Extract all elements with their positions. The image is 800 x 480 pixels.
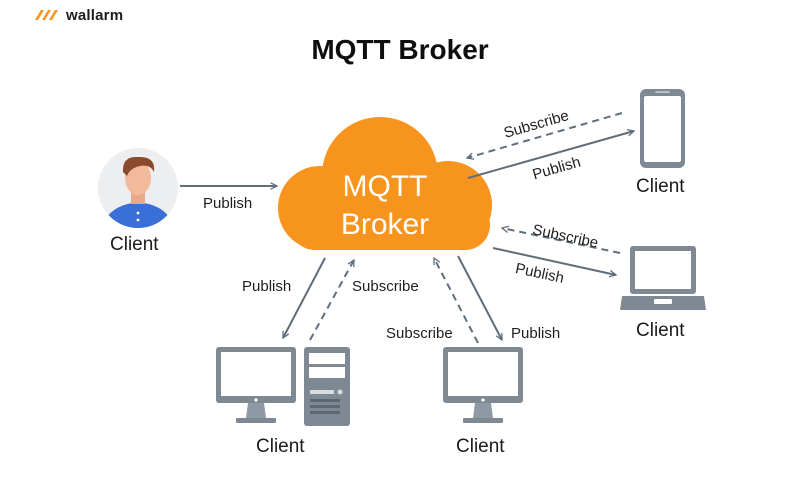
connection-arrows	[180, 112, 634, 344]
client-label-person: Client	[110, 234, 159, 255]
client-label-desktop: Client	[456, 436, 505, 457]
client-label-laptop: Client	[636, 320, 685, 341]
label-desk-publish: Publish	[511, 325, 561, 342]
broker-label-line2: Broker	[340, 208, 430, 241]
client-label-desktop-server: Client	[256, 436, 305, 457]
brand-logo: wallarm	[34, 4, 123, 26]
page-title: MQTT Broker	[311, 34, 489, 65]
laptop-icon	[620, 246, 706, 310]
desktop-monitor-icon	[443, 347, 523, 423]
broker-label: MQTT Broker	[300, 168, 470, 244]
arrow-phone-subscribe	[467, 112, 623, 158]
desktop-monitor-icon	[216, 347, 296, 423]
arrow-desk-subscribe	[433, 258, 479, 344]
arrow-ds-publish	[282, 257, 326, 338]
arrow-laptop-subscribe	[502, 228, 621, 254]
arrow-laptop-publish	[492, 247, 616, 275]
server-tower-icon	[304, 347, 350, 426]
label-ds-subscribe: Subscribe	[352, 278, 419, 295]
smartphone-icon	[640, 89, 685, 168]
label-desk-subscribe: Subscribe	[386, 325, 453, 342]
arrow-phone-publish	[467, 131, 634, 179]
person-avatar-icon	[98, 148, 178, 228]
broker-cloud	[278, 117, 492, 250]
wallarm-logo-icon	[35, 10, 58, 20]
arrow-desk-publish	[457, 255, 503, 340]
arrow-ds-subscribe	[309, 260, 355, 341]
label-ds-publish: Publish	[242, 278, 292, 295]
client-label-phone: Client	[636, 176, 685, 197]
brand-name: wallarm	[66, 6, 124, 24]
label-person-publish: Publish	[203, 195, 253, 212]
broker-label-line1: MQTT	[342, 170, 428, 203]
